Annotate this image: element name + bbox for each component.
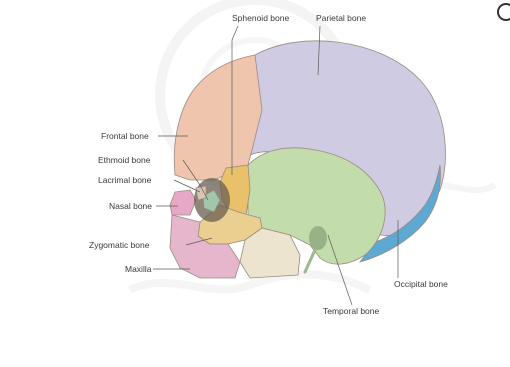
label-maxilla: Maxilla xyxy=(125,264,152,274)
label-occipital-bone: Occipital bone xyxy=(394,279,448,289)
label-temporal-bone: Temporal bone xyxy=(323,306,380,316)
external-acoustic-meatus xyxy=(309,226,327,250)
label-nasal-bone: Nasal bone xyxy=(109,201,152,211)
label-zygomatic-bone: Zygomatic bone xyxy=(89,240,150,250)
nasal-bone-region xyxy=(170,190,196,215)
styloid-process xyxy=(305,250,315,272)
label-parietal-bone: Parietal bone xyxy=(316,13,366,23)
label-ethmoid-bone: Ethmoid bone xyxy=(98,155,151,165)
label-frontal-bone: Frontal bone xyxy=(101,131,149,141)
label-lacrimal-bone: Lacrimal bone xyxy=(98,175,152,185)
corner-mark-icon xyxy=(498,4,510,20)
frontal-bone-region xyxy=(174,55,262,180)
label-sphenoid-bone: Sphenoid bone xyxy=(232,13,289,23)
skull xyxy=(170,41,445,278)
